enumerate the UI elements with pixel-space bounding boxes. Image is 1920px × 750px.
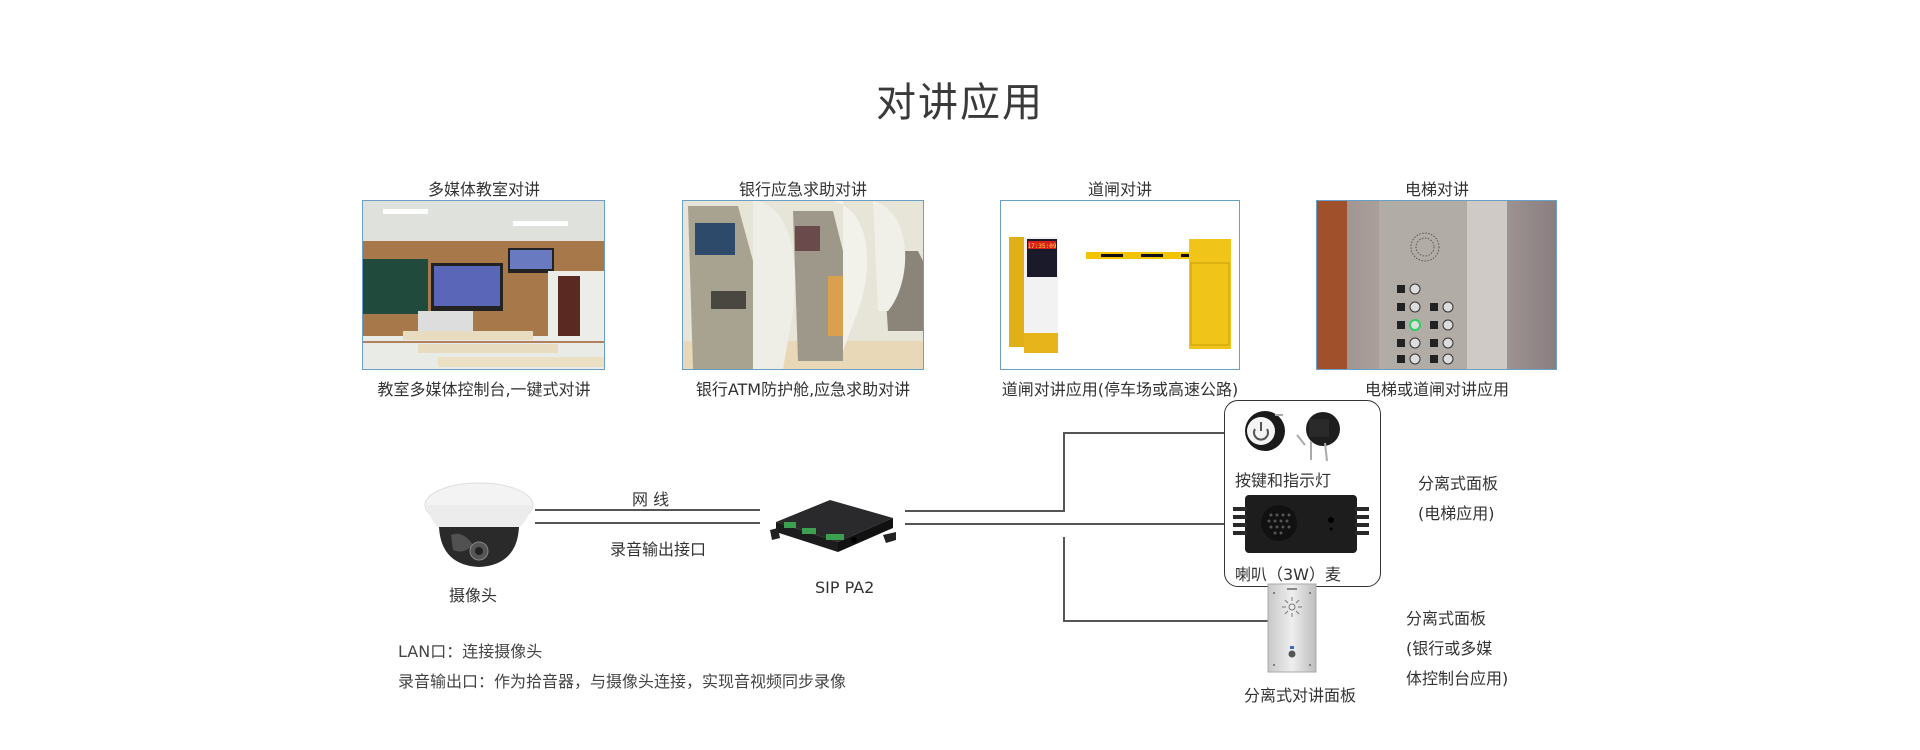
intercom-wire-h [1063, 620, 1268, 622]
page-title: 对讲应用 [876, 80, 1044, 126]
intercom-panel-label: 分离式对讲面板 [1244, 686, 1357, 705]
atm-photo [682, 200, 924, 370]
barrier-gate-photo: 17:35:09 [1000, 200, 1240, 370]
split-panel-bank-line3: 体控制台应用) [1406, 669, 1509, 688]
gate-clock-display: 17:35:09 [1028, 243, 1057, 250]
app-heading-classroom: 多媒体教室对讲 [427, 180, 540, 199]
speaker-wire [905, 523, 1225, 525]
intercom-panel-icon [1267, 583, 1317, 673]
audio-out-label: 录音输出接口 [610, 540, 707, 559]
app-heading-atm: 银行应急求助对讲 [738, 180, 867, 199]
intercom-wire-v [1063, 537, 1065, 622]
audio-out-line [535, 522, 760, 524]
split-panel-bank-line2: (银行或多媒 [1406, 639, 1493, 658]
app-caption-elevator: 电梯或道闸对讲应用 [1364, 380, 1509, 399]
split-panel-bank-line1: 分离式面板 [1406, 609, 1487, 628]
network-cable-line [535, 509, 760, 511]
sip-pa2-device-icon [768, 490, 898, 560]
note-lan-port: LAN口：连接摄像头 [398, 642, 543, 661]
split-panel-elevator-line1: 分离式面板 [1418, 474, 1499, 493]
button-label: 按键和指示灯 [1235, 471, 1332, 490]
split-panel-box: 按键和指示灯 喇叭（3W）麦 [1224, 400, 1381, 587]
elevator-panel-photo [1316, 200, 1557, 370]
button-wire-v [1063, 432, 1065, 512]
network-line-label: 网 线 [632, 490, 670, 509]
button-wire-h2 [1063, 432, 1225, 434]
app-caption-classroom: 教室多媒体控制台,一键式对讲 [377, 380, 591, 399]
speaker-mic-icon [1231, 493, 1373, 555]
app-caption-gate: 道闸对讲应用(停车场或高速公路) [1001, 380, 1239, 399]
dome-camera-icon [423, 475, 535, 571]
split-panel-elevator-line2: (电梯应用) [1418, 504, 1495, 523]
note-audio-out: 录音输出口：作为拾音器，与摄像头连接，实现音视频同步录像 [398, 672, 847, 691]
app-heading-elevator: 电梯对讲 [1404, 180, 1469, 199]
button-indicator-icon [1235, 405, 1355, 463]
button-wire-h1 [905, 510, 1065, 512]
camera-label: 摄像头 [449, 586, 498, 605]
app-heading-gate: 道闸对讲 [1087, 180, 1152, 199]
device-label: SIP PA2 [815, 578, 875, 597]
app-caption-atm: 银行ATM防护舱,应急求助对讲 [695, 380, 911, 399]
speaker-label: 喇叭（3W）麦 [1235, 565, 1342, 584]
classroom-photo [362, 200, 605, 370]
